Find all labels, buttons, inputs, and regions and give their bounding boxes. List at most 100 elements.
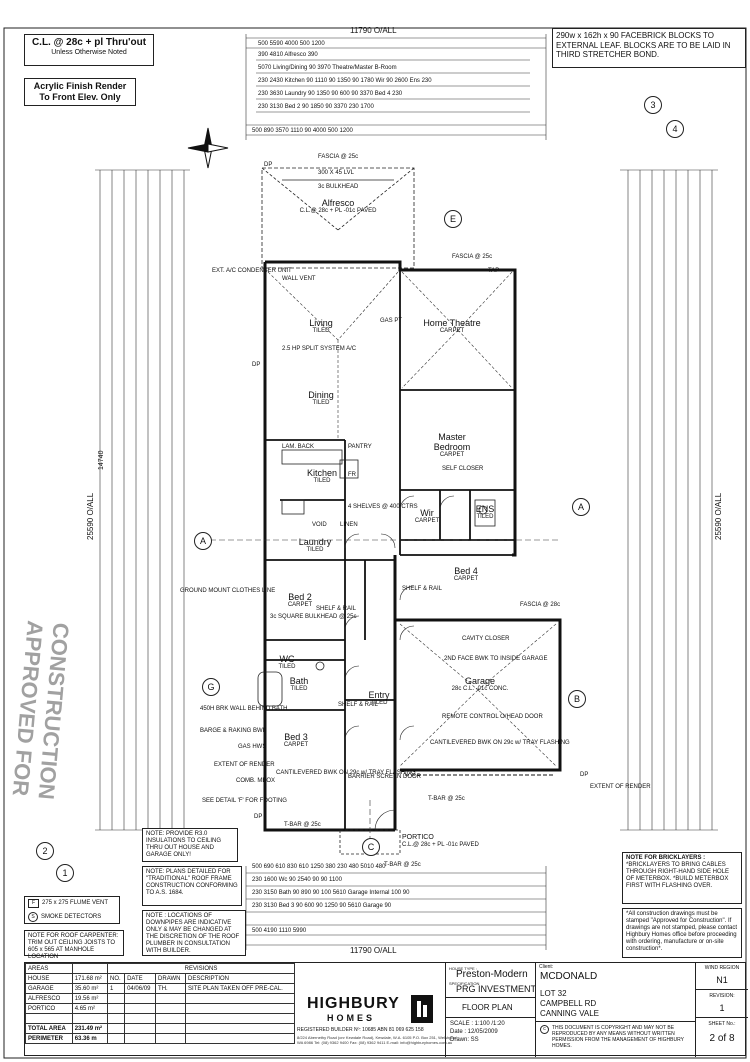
rev-date: 04/06/09: [124, 983, 157, 994]
insulation-note: NOTE: PROVIDE R3.0 INSULATIONS TO CEILIN…: [142, 828, 238, 862]
revision-value: 1: [719, 1003, 725, 1013]
master-label: Master Bedroom: [433, 432, 471, 452]
bed3-finish: CARPET: [283, 742, 309, 748]
kitchen-label: Kitchen: [306, 468, 338, 478]
dim-row-2: 390 4810 Alfresco 390: [258, 52, 318, 58]
entry-label: Entry: [368, 690, 390, 700]
brick-wall-label: 450H BRK WALL BEHIND BATH: [200, 706, 288, 712]
dim-row-3: 5070 Living/Dining 90 3970 Theatre/Maste…: [258, 65, 397, 71]
room-portico: PORTICO C.L.@ 28c + PL -01c PAVED: [402, 834, 482, 849]
dim-row-6: 230 3130 Bed 2 90 1850 90 3370 230 1700: [258, 104, 374, 110]
elevation-marker-1: 1: [56, 864, 74, 882]
area-row-portico: PORTICO 4.65 m²: [25, 1003, 295, 1014]
room-living: Living TILED: [296, 318, 346, 335]
wind-value: N1: [716, 975, 728, 985]
house-type-value: Preston-Modern: [456, 969, 528, 980]
dim-row-5: 230 3630 Laundry 90 1350 90 600 90 3370 …: [258, 91, 403, 97]
legend-flume-row: F 275 x 275 FLUME VENT: [28, 899, 116, 908]
total-area-value: 231.49 m²: [71, 1023, 109, 1034]
area-garage-label: GARAGE: [25, 983, 73, 994]
area-alfresco-value: 19.56 m²: [71, 993, 109, 1004]
garage-label: Garage: [464, 676, 496, 686]
elevation-marker-4: 4: [666, 120, 684, 138]
shelf-rail-label-3: SHELF & RAIL: [338, 702, 379, 708]
brand-name: HIGHBURY: [307, 995, 400, 1012]
area-row-perimeter: PERIMETER 63.36 m: [25, 1033, 295, 1044]
flume-vent-icon: F: [28, 899, 39, 908]
areas-header-row: AREAS REVISIONS: [25, 963, 295, 974]
copyright-notice: c THIS DOCUMENT IS COPYRIGHT AND MAY NOT…: [540, 1025, 692, 1049]
fascia-garage-label: FASCIA @ 28c: [520, 602, 561, 608]
ens-label: ENS: [475, 504, 495, 514]
ac-unit-label: EXT. A/C CONDENSER UNIT: [212, 268, 292, 274]
dim-bottom-2: 230 1600 Wc 90 2540 90 90 1100: [252, 877, 342, 883]
footing-label: SEE DETAIL 'F' FOR FOOTING: [202, 798, 287, 804]
render-note: Acrylic Finish Render To Front Elev. Onl…: [24, 78, 136, 106]
section-marker-c: C: [362, 838, 380, 856]
dim-bottom-4: 230 3130 Bed 3 90 600 90 1250 90 5610 Ga…: [252, 903, 392, 909]
roof-frame-note: NOTE: PLANS DETAILED FOR "TRADITIONAL" R…: [142, 866, 242, 906]
bed4-label: Bed 4: [454, 566, 478, 576]
area-row-garage: GARAGE 35.60 m² 1 04/06/09 TH. SITE PLAN…: [25, 983, 295, 994]
room-laundry: Laundry TILED: [290, 537, 340, 554]
fascia-right-label: FASCIA @ 25c: [452, 254, 493, 260]
house-type-block: HOUSE TYPE : Preston-Modern SPECIFICATIO…: [445, 963, 536, 1057]
living-label: Living: [309, 318, 333, 328]
shelf-rail-label-2: SHELF & RAIL: [402, 586, 443, 592]
copyright-text: THIS DOCUMENT IS COPYRIGHT AND MAY NOT B…: [552, 1025, 684, 1049]
wall-spec-note: C.L. @ 28c + pl Thru'out Unless Otherwis…: [24, 34, 154, 66]
dp-label-4: DP: [580, 772, 589, 778]
bulkhead-label: 3c BULKHEAD: [318, 184, 359, 190]
wall-vent-label: WALL VENT: [282, 276, 316, 282]
plan-type: FLOOR PLAN: [462, 1003, 513, 1012]
dim-bottom-5: 500 4190 1110 5990: [252, 928, 307, 934]
dim-bottom-1: 500 690 610 830 610 1250 380 230 480 501…: [252, 864, 386, 870]
wall-spec-subtitle: Unless Otherwise Noted: [51, 49, 127, 56]
areas-header-blank: [71, 963, 109, 974]
downpipes-note: NOTE : LOCATIONS OF DOWNPIPES ARE INDICA…: [142, 910, 246, 956]
smoke-detector-icon: S: [28, 912, 38, 922]
gas-hws-label: GAS HWS: [238, 744, 267, 750]
bath-finish: TILED: [290, 686, 308, 692]
overall-length-right: 25590 O/ALL: [714, 492, 723, 540]
ens-finish: TILED: [476, 514, 494, 520]
area-portico-label: PORTICO: [25, 1003, 73, 1014]
dining-finish: TILED: [312, 400, 330, 406]
shelves-label: 4 SHELVES @ 400 CTRS: [348, 504, 418, 510]
room-ensuite: ENS TILED: [472, 504, 498, 521]
comb-mbox-label: COMB. MBOX: [236, 778, 276, 784]
pantry-label: PANTRY: [348, 444, 372, 450]
wc-label: WC: [279, 654, 295, 664]
room-wc: WC TILED: [272, 654, 302, 671]
area-row-total: TOTAL AREA 231.49 m²: [25, 1023, 295, 1034]
master-finish: CARPET: [439, 452, 465, 458]
theatre-label: Home Theatre: [423, 318, 481, 328]
wc-finish: TILED: [278, 664, 296, 670]
bricklayers-title: NOTE FOR BRICKLAYERS :: [626, 855, 706, 861]
overall-height-left: 14740: [98, 450, 105, 470]
dp-label-1: DP: [264, 162, 273, 168]
areas-header: AREAS: [25, 963, 73, 974]
bricklayers-note: NOTE FOR BRICKLAYERS : *BRICKLAYERS TO B…: [622, 852, 742, 904]
perimeter-label: PERIMETER: [25, 1033, 73, 1044]
portico-finish: C.L.@ 28c + PL -01c PAVED: [402, 842, 479, 848]
area-garage-value: 35.60 m²: [71, 983, 109, 994]
fascia-top-label: FASCIA @ 25c: [318, 154, 359, 160]
theatre-finish: CARPET: [439, 328, 465, 334]
kitchen-finish: TILED: [313, 478, 331, 484]
room-alfresco: Alfresco C.L.@ 28c + PL -01c PAVED: [296, 198, 380, 215]
builder-address: 8/224 Abernethy Road (cnr Kewdale Road),…: [297, 1035, 457, 1045]
bricklayers-text: *BRICKLAYERS TO BRING CABLES THROUGH RIG…: [626, 862, 730, 889]
scale-value: SCALE : 1:100 /1:20: [450, 1021, 505, 1027]
copyright-icon: c: [540, 1025, 549, 1034]
bath-label: Bath: [289, 676, 309, 686]
dp-label-3: DP: [254, 814, 263, 820]
portico-label: PORTICO: [402, 834, 434, 841]
cantilever-bed3-label: CANTILEVERED BWK ON 29c w/ TRAY FLASHING: [276, 770, 416, 776]
room-entry: Entry TILED: [364, 690, 394, 707]
entry-finish: TILED: [370, 700, 388, 706]
void-label: VOID: [312, 522, 327, 528]
rev-col-desc: DESCRIPTION: [185, 973, 295, 984]
wall-spec-title: C.L. @ 28c + pl Thru'out: [31, 37, 147, 48]
self-closer-label: SELF CLOSER: [442, 466, 484, 472]
